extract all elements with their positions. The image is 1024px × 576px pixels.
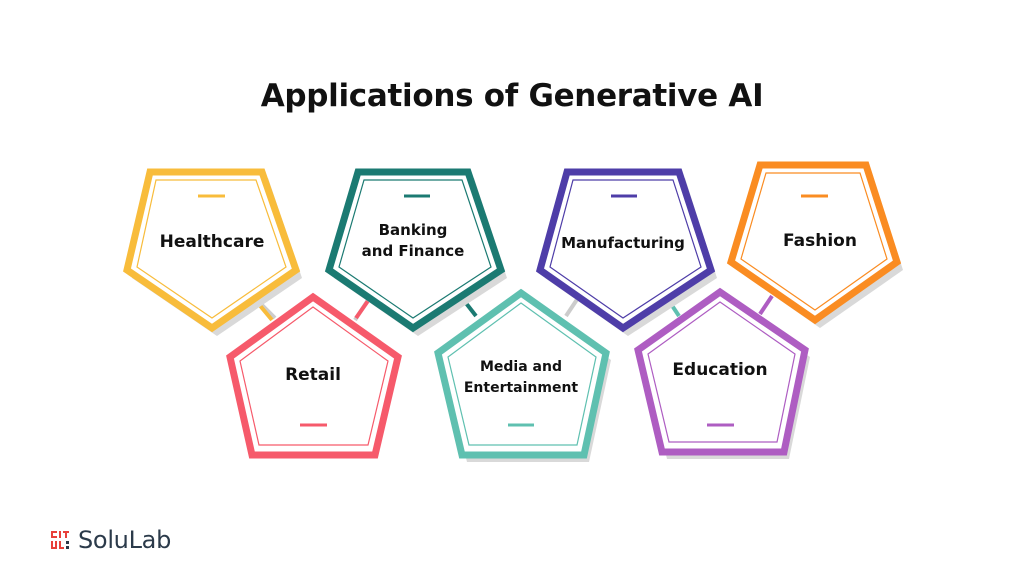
- pentagon-manufacturing: [535, 168, 717, 336]
- label-banking-line2: and Finance: [361, 242, 465, 260]
- pentagon-healthcare: [123, 168, 302, 336]
- label-media-line1: Media and: [479, 359, 562, 375]
- pentagon-media: [434, 288, 611, 462]
- pentagon-education: [634, 287, 810, 459]
- label-media: Media and Entertainment: [446, 357, 596, 399]
- page-title: Applications of Generative AI: [260, 78, 764, 114]
- label-media-line2: Entertainment: [463, 380, 579, 396]
- pentagon-fashion: [726, 161, 903, 328]
- logo-text: SoluLab: [78, 526, 172, 554]
- pentagon-retail: [226, 292, 402, 459]
- label-retail: Retail: [285, 365, 341, 385]
- solulab-logo: SoluLab: [50, 526, 171, 554]
- label-fashion: Fashion: [783, 231, 857, 251]
- label-banking: Banking and Finance: [343, 220, 483, 262]
- label-banking-line1: Banking: [378, 221, 448, 239]
- label-education: Education: [672, 360, 768, 380]
- label-manufacturing: Manufacturing: [561, 234, 685, 252]
- pentagon-banking: [324, 168, 507, 336]
- solulab-logo-icon: [51, 531, 69, 549]
- label-healthcare: Healthcare: [159, 232, 265, 252]
